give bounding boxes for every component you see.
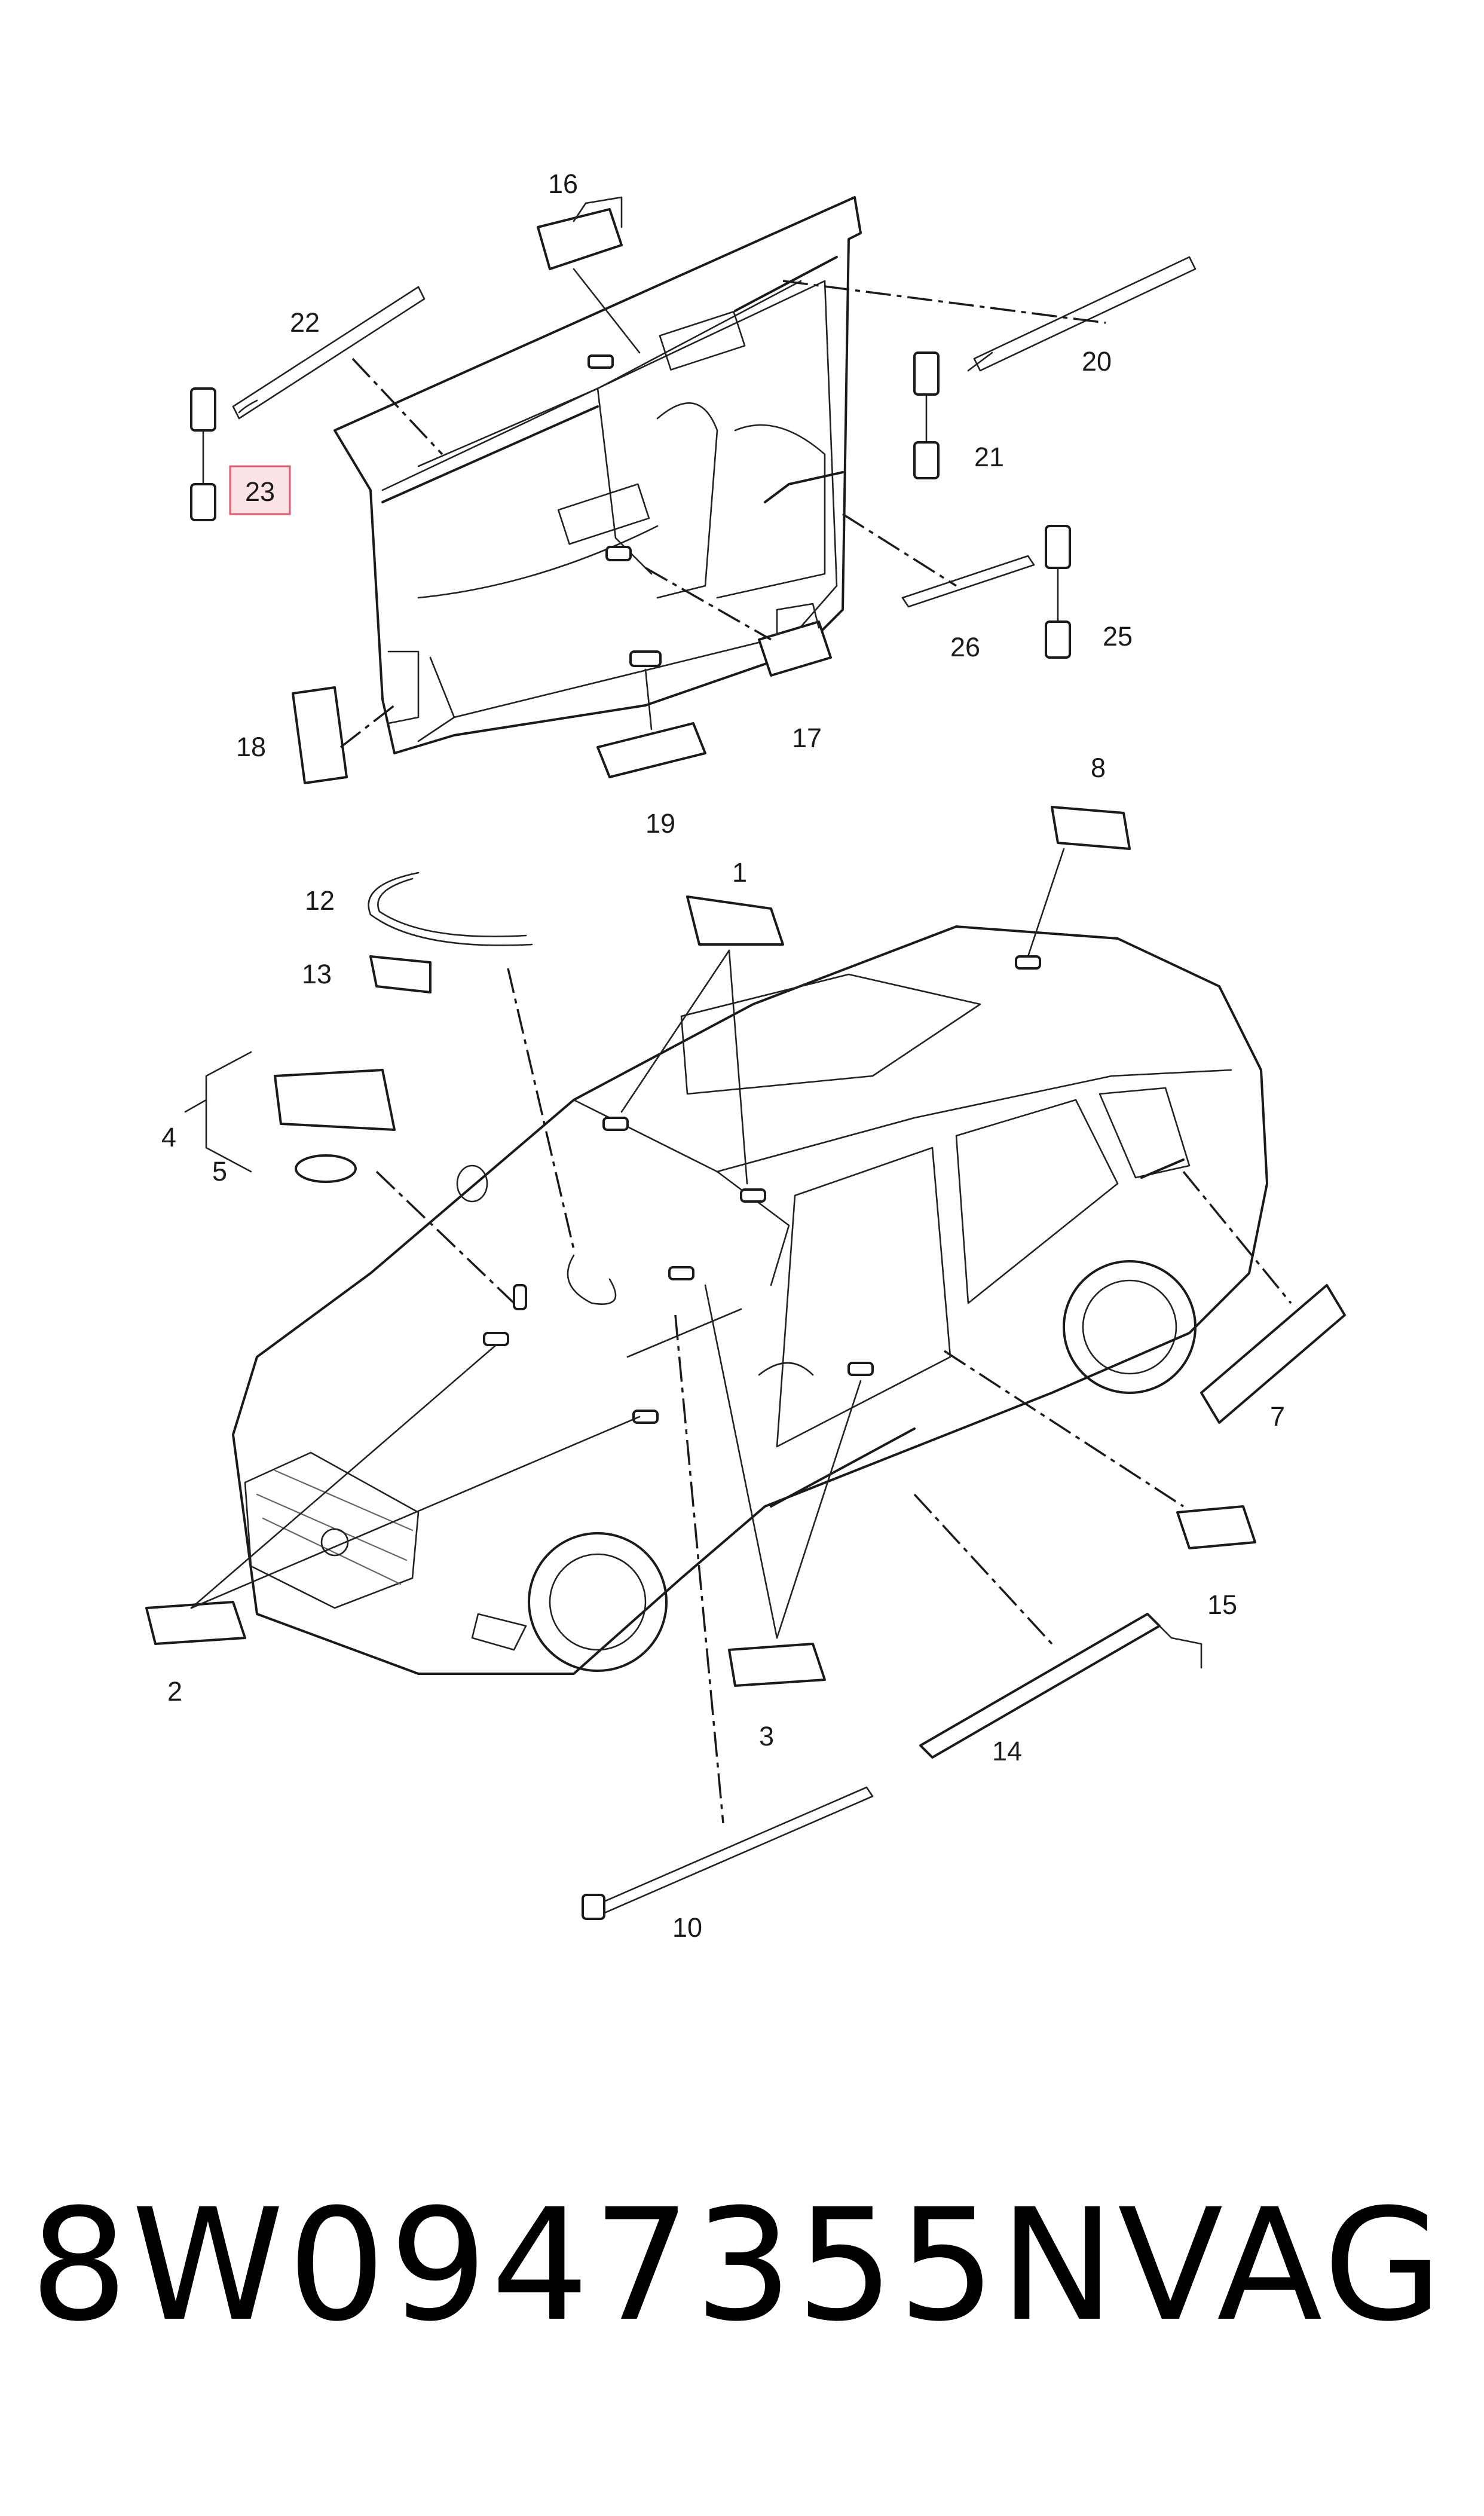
callout-3: 3	[759, 1721, 774, 1751]
callout-labels: 16 22 23 20 21 25 26 17 18 19 8 1 12 13 …	[161, 169, 1285, 1943]
callout-17: 17	[792, 723, 822, 753]
car-body	[232, 925, 1268, 1675]
brand-caption: VAG	[1118, 2176, 1446, 2355]
part-13-connector	[369, 955, 575, 1250]
callout-14: 14	[992, 1736, 1022, 1766]
callout-15: 15	[1207, 1589, 1237, 1620]
callout-2: 2	[167, 1676, 182, 1707]
part-16-switch	[537, 196, 641, 354]
callout-12: 12	[305, 885, 335, 916]
part-25-harness	[1045, 525, 1071, 659]
part-3-lamp	[704, 1284, 862, 1687]
part-8-lamp	[1027, 806, 1131, 958]
callout-26: 26	[950, 632, 980, 662]
part-17-lamp	[645, 567, 832, 677]
callout-10: 10	[672, 1912, 702, 1943]
callout-8: 8	[1091, 753, 1106, 783]
door-panel	[333, 196, 862, 754]
callout-25: 25	[1103, 621, 1133, 652]
part-26-strip	[842, 513, 1035, 608]
part-15-module	[944, 1350, 1256, 1549]
callout-5: 5	[212, 1156, 227, 1187]
part-23-harness	[190, 387, 216, 521]
callout-23: 23	[245, 476, 275, 507]
part-19-lamp	[596, 668, 706, 778]
callout-1: 1	[732, 857, 747, 888]
part-7-sill-lamp	[1182, 1170, 1346, 1424]
part-1-lamp	[620, 895, 784, 1185]
part-4-lamp-housing	[184, 1051, 396, 1173]
callout-23-highlight	[229, 465, 291, 515]
part-20-light-strip	[782, 256, 1197, 372]
part-18-cover	[292, 686, 396, 784]
part-22-light-strip	[232, 286, 443, 455]
part-14-sill-strip	[913, 1493, 1203, 1759]
part-2-lamp	[145, 1344, 641, 1645]
callout-7: 7	[1270, 1401, 1285, 1432]
part-number-caption: 8W0947355N	[30, 2176, 1119, 2355]
callout-19: 19	[645, 808, 675, 839]
callout-20: 20	[1082, 346, 1112, 377]
part-12-ring	[368, 872, 533, 946]
callout-22: 22	[290, 307, 320, 338]
callout-4: 4	[161, 1122, 176, 1152]
callout-13: 13	[302, 959, 332, 989]
callout-21: 21	[974, 442, 1004, 472]
part-5-bulb	[295, 1154, 515, 1304]
callout-18: 18	[236, 732, 266, 762]
callout-16: 16	[548, 169, 578, 199]
part-10-strip	[582, 1314, 874, 1920]
part-21-harness	[913, 351, 940, 479]
